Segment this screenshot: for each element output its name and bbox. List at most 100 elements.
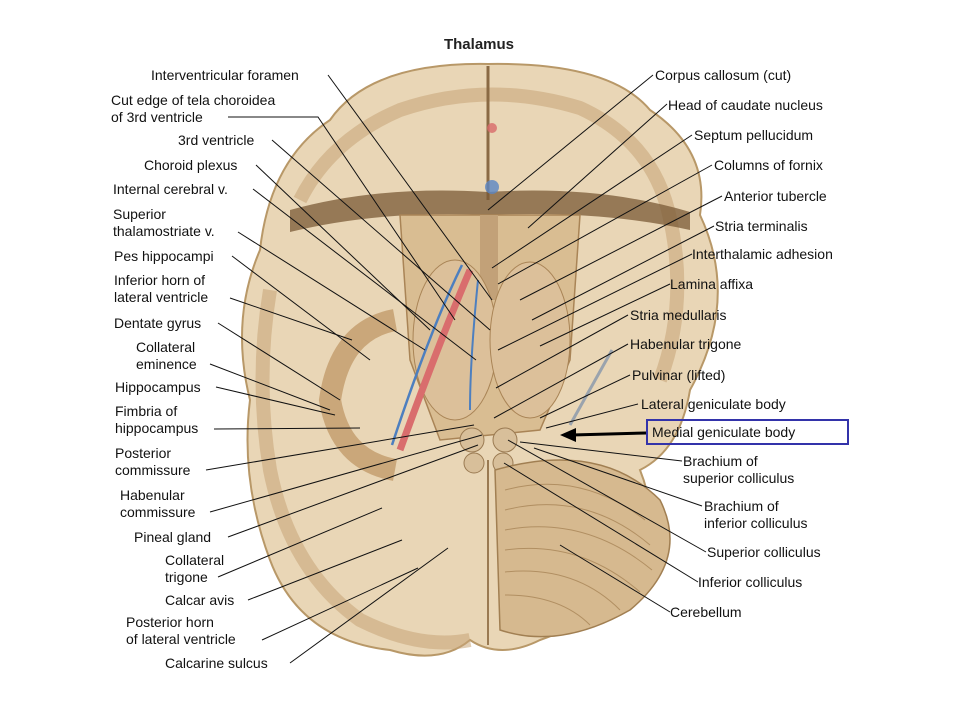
leader-superior-colliculus [507,439,707,553]
left-label-4: Internal cerebral v. [113,181,228,197]
right-label-7: Lamina affixa [670,276,753,292]
right-labels: Corpus callosum (cut) Head of caudate nuc… [630,67,833,620]
cortex-rim-lower [255,288,472,650]
left-label-15-line-1: trigone [165,569,208,585]
left-label-0: Interventricular foramen [151,67,299,83]
left-label-18: Calcarine sulcus [165,655,268,671]
highlight-arrowhead-icon [560,428,576,442]
diagram-title-text: Thalamus [443,36,515,53]
left-label-7-line-1: lateral ventricle [114,289,208,305]
right-label-4: Anterior tubercle [724,188,827,204]
choroid-plexus [396,268,474,452]
left-label-17-line-0: Posterior horn [126,614,214,630]
left-label-9-line-1: eminence [136,356,197,372]
leader-hippocampus [215,386,336,416]
interventricular-foramen-vessels [485,180,499,194]
leader-habenular-commissure [209,434,483,513]
leader-lines [205,74,723,664]
right-label-15: Superior colliculus [707,544,821,560]
corpus-callosum-cut [290,190,690,232]
leader-fimbria [213,427,361,430]
leader-septum [491,134,693,269]
left-label-13-line-1: commissure [120,504,196,520]
leader-pulvinar [539,374,631,419]
leader-stria-terminalis [531,225,715,321]
colliculus-inf-left [463,452,485,474]
left-label-5-line-0: Superior [113,206,166,222]
leader-pes-hippocampi [231,255,371,361]
right-label-8: Stria medullaris [630,307,726,323]
septum-pellucidum [480,215,498,300]
right-label-10: Pulvinar (lifted) [632,367,725,383]
internal-cerebral-vein [469,279,479,411]
left-label-17-line-1: of lateral ventricle [126,631,236,647]
right-label-1: Head of caudate nucleus [668,97,823,113]
leader-collateral-trigone [217,507,383,578]
right-label-11: Lateral geniculate body [641,396,786,412]
highlight-box [646,419,849,445]
leader-posterior-horn [261,567,419,641]
colliculus-sup-left [459,427,485,453]
brain-illustration [241,62,719,657]
leader-interthalamic [497,253,693,351]
left-label-11-line-1: hippocampus [115,420,198,436]
leader-corpus-callosum [487,74,654,211]
leader-brachium-sup [519,441,683,462]
leader-inferior-colliculus [503,462,699,583]
leader-habenular-trigone [493,343,629,419]
right-label-16: Inferior colliculus [698,574,802,590]
leader-anterior-tubercle [519,195,723,301]
left-label-5-line-1: thalamostriate v. [113,223,215,239]
leader-calcar-avis [247,539,403,601]
left-label-3: Choroid plexus [144,157,237,173]
right-label-13-line-0: Brachium of [683,453,758,469]
leader-fornix [497,164,713,285]
left-label-12-line-0: Posterior [115,445,171,461]
left-label-7-line-0: Inferior horn of [114,272,205,288]
leader-lamina-affixa [539,283,671,347]
cerebellum-shape [494,459,671,638]
leader-tela-choroidea [228,116,456,321]
leader-stria-medullaris [495,314,629,389]
leader-posterior-commissure [205,424,475,471]
right-label-14-line-0: Brachium of [704,498,779,514]
left-label-8: Dentate gyrus [114,315,201,331]
leader-caudate [527,103,668,229]
left-label-13-line-0: Habenular [120,487,185,503]
leader-brachium-inf [533,447,703,507]
leader-dentate-gyrus [217,322,341,401]
leader-internal-cerebral-v [252,188,477,361]
right-label-5: Stria terminalis [715,218,808,234]
left-label-1-line-1: of 3rd ventricle [111,109,203,125]
anterior-vessels [487,123,497,133]
left-label-6: Pes hippocampi [114,248,214,264]
colliculus-sup-right [492,427,518,453]
right-label-12: Medial geniculate body [652,424,795,440]
left-label-12-line-1: commissure [115,462,191,478]
left-label-11-line-0: Fimbria of [115,403,177,419]
left-label-15-line-0: Collateral [165,552,224,568]
diagram-title: Thalamus [0,36,960,53]
leader-lateral-geniculate [545,403,639,429]
right-label-2: Septum pellucidum [694,127,813,143]
left-label-16: Calcar avis [165,592,234,608]
thalamostriate-vein [390,264,464,446]
leader-calcarine-sulcus [289,547,449,664]
right-label-0: Corpus callosum (cut) [655,67,791,83]
highlight-arrow-shaft [571,431,647,437]
hippocampus-shape [318,309,398,481]
thalamus-right [489,261,571,419]
leader-thalamostriate-v [237,231,426,351]
right-label-17: Cerebellum [670,604,742,620]
leader-inferior-horn [229,297,353,341]
right-label-9: Habenular trigone [630,336,742,352]
left-label-1-line-0: Cut edge of tela choroidea [111,92,275,108]
thalamus-left [412,259,498,421]
right-label-6: Interthalamic adhesion [692,246,833,262]
left-label-14: Pineal gland [134,529,211,545]
leader-collateral-eminence [209,363,331,411]
leader-interventricular-foramen [327,74,493,301]
right-label-13-line-1: superior colliculus [683,470,794,486]
right-label-3: Columns of fornix [714,157,823,173]
